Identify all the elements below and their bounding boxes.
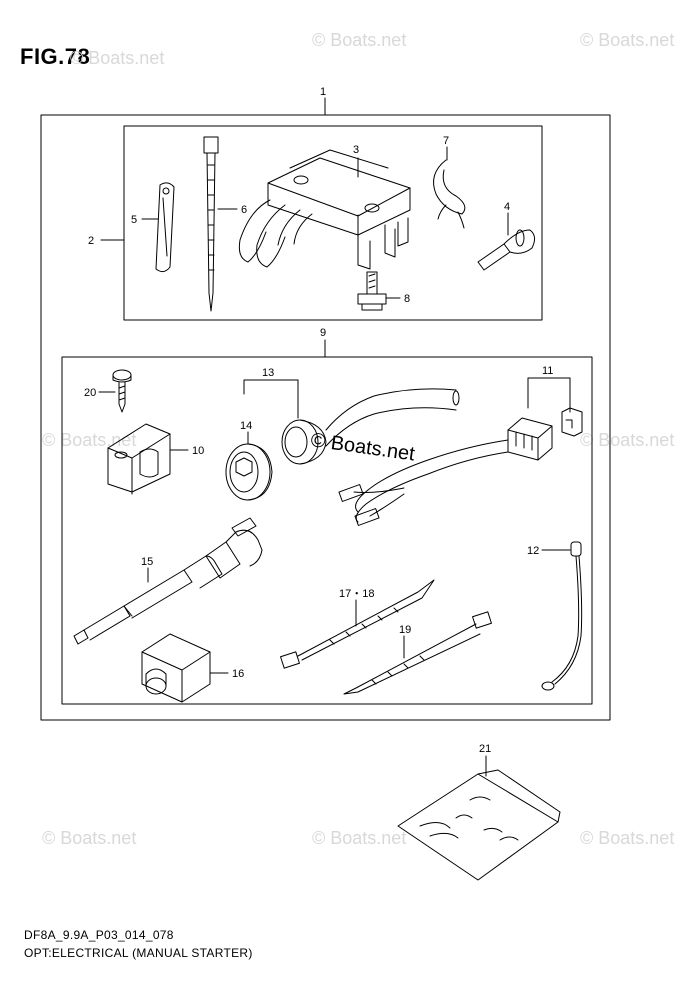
- leader-11: [527, 377, 571, 413]
- figure-title: FIG.78: [20, 44, 91, 69]
- sensor-part-12: [541, 541, 583, 691]
- bushing-part-16: [141, 633, 211, 703]
- callout-2: 2: [88, 235, 94, 247]
- leader-13: [243, 379, 299, 419]
- callout-14: 14: [240, 420, 252, 432]
- callout-16: 16: [232, 668, 244, 680]
- harness-part-11: [338, 407, 583, 526]
- cable-tie-part-6: [203, 136, 219, 312]
- watermark: © Boats.net: [42, 828, 137, 848]
- connector-part-13: [281, 388, 460, 465]
- callout-8: 8: [404, 293, 410, 305]
- callout-5: 5: [131, 214, 137, 226]
- watermark: © Boats.net: [580, 30, 675, 50]
- watermark: © Boats.net: [580, 430, 675, 450]
- assembly-box-lower: [61, 356, 593, 705]
- callout-6: 6: [241, 204, 247, 216]
- figure-code: DF8A_9.9A_P03_014_078: [24, 928, 174, 942]
- callout-17-18: 17・18: [339, 588, 374, 600]
- bolt-part-8: [357, 271, 387, 311]
- callout-4: 4: [504, 201, 510, 213]
- callout-7: 7: [443, 135, 449, 147]
- callout-19: 19: [399, 624, 411, 636]
- watermark: © Boats.net: [580, 828, 675, 848]
- watermark: © Boats.net: [70, 48, 165, 68]
- callout-10: 10: [192, 445, 204, 457]
- clamp-part-10: [107, 423, 171, 495]
- clip-part-5: [155, 182, 175, 273]
- wire-clip-part-7: [433, 159, 466, 229]
- callout-21: 21: [479, 743, 491, 755]
- connector-cap-part-14: [225, 443, 273, 501]
- bag-part-21: [397, 769, 561, 881]
- grommet-part-15: [73, 517, 263, 645]
- kit-frame-outer: [40, 114, 611, 721]
- cable-tie-part-19: [343, 611, 492, 695]
- callout-13: 13: [262, 367, 274, 379]
- figure-caption: OPT:ELECTRICAL (MANUAL STARTER): [24, 946, 253, 960]
- callout-3: 3: [353, 144, 359, 156]
- callout-12: 12: [527, 545, 539, 557]
- watermark: © Boats.net: [312, 30, 407, 50]
- callout-9: 9: [320, 327, 326, 339]
- callout-20: 20: [84, 387, 96, 399]
- watermark: © Boats.net: [312, 828, 407, 848]
- screw-part-20: [112, 369, 132, 413]
- callout-11: 11: [542, 365, 553, 377]
- callout-1: 1: [320, 86, 326, 98]
- cable-tie-part-17-18: [280, 579, 435, 669]
- terminal-part-4: [477, 229, 536, 271]
- callout-15: 15: [141, 556, 153, 568]
- assembly-box-upper: [123, 125, 543, 321]
- regulator-part-3: [238, 149, 411, 270]
- watermark-center: © Boats.net: [309, 429, 416, 465]
